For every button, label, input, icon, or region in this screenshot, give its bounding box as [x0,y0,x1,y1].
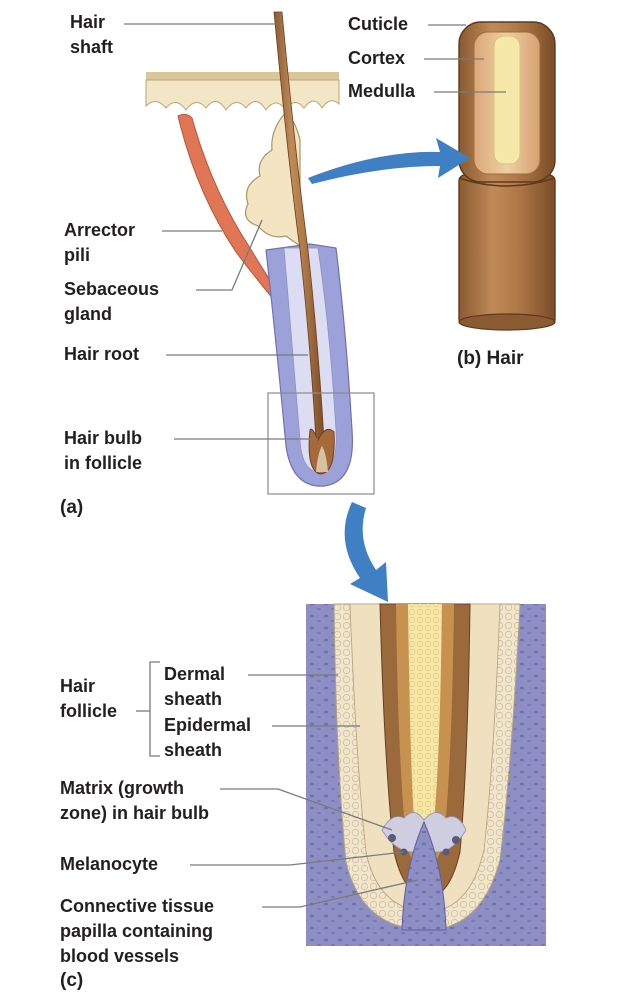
hair-medulla-core [408,604,442,836]
sebaceous-gland [245,111,301,248]
label-arrector-pili: Arrector pili [64,220,222,265]
label-papilla-line3: blood vessels [60,946,179,966]
label-matrix-line1: Matrix (growth [60,778,184,798]
label-sebaceous-gland: Sebaceous gland [64,219,263,324]
leader-papilla [262,879,419,908]
leader-matrix [220,788,393,831]
label-cortex-text: Cortex [348,48,405,68]
label-medulla: Medulla [348,81,506,101]
label-epidermal-sheath: Epidermal sheath [164,715,360,760]
label-papilla-line2: papilla containing [60,921,213,941]
label-cuticle: Cuticle [348,14,466,34]
label-hair-bulb: Hair bulb in follicle [64,428,318,473]
label-epidermal-sheath-line2: sheath [164,740,222,760]
label-matrix: Matrix (growth zone) in hair bulb [60,778,393,831]
label-hair-follicle-line2: follicle [60,701,117,721]
panel-a-label: (a) [60,497,83,518]
label-hair-bulb-line2: in follicle [64,453,142,473]
label-hair-follicle-line1: Hair [60,676,95,696]
label-sebaceous-gland-line2: gland [64,304,112,324]
arrow-to-panel-b [308,138,470,184]
connective-tissue-papilla [401,820,447,931]
label-hair-shaft-line2: shaft [70,37,113,57]
skin-surface [146,72,339,80]
hair-cross-lower [458,174,556,326]
hair-cross-bottom [458,313,556,331]
epidermis-layer [145,79,340,111]
label-medulla-text: Medulla [348,81,416,101]
medulla-layer [493,35,521,165]
panel-b-label: (b) Hair [457,348,524,369]
label-arrector-pili-line2: pili [64,245,90,265]
label-papilla-line1: Connective tissue [60,896,214,916]
panel-c-label: (c) [60,970,83,991]
panel-b-illustration [458,21,556,331]
arrow-to-panel-c [344,502,388,602]
label-dermal-sheath-line1: Dermal [164,664,225,684]
label-arrector-pili-line1: Arrector [64,220,135,240]
panel-c-illustration [306,603,546,946]
label-dermal-sheath: Dermal sheath [164,664,338,709]
dermal-papilla-small [316,446,328,472]
leader-sebaceous-gland [196,219,263,291]
label-cuticle-text: Cuticle [348,14,408,34]
label-hair-follicle: Hair follicle [60,661,160,757]
label-cortex: Cortex [348,48,484,68]
label-epidermal-sheath-line1: Epidermal [164,715,251,735]
label-hair-root: Hair root [64,344,308,364]
label-hair-shaft: Hair shaft [70,12,278,57]
label-papilla: Connective tissue papilla containing blo… [60,879,419,966]
label-matrix-line2: zone) in hair bulb [60,803,209,823]
label-melanocyte: Melanocyte [60,851,405,874]
label-dermal-sheath-line2: sheath [164,689,222,709]
panel-a-illustration [145,11,375,495]
cross-section-edge [458,177,556,187]
bulb-zoom-box [267,392,375,495]
melanocyte-cells [388,834,460,856]
follicle-bracket [149,661,160,757]
label-sebaceous-gland-line1: Sebaceous [64,279,159,299]
label-hair-shaft-line1: Hair [70,12,105,32]
label-hair-bulb-line1: Hair bulb [64,428,142,448]
leader-melanocyte [190,851,405,866]
label-melanocyte-text: Melanocyte [60,854,158,874]
label-hair-root-text: Hair root [64,344,139,364]
